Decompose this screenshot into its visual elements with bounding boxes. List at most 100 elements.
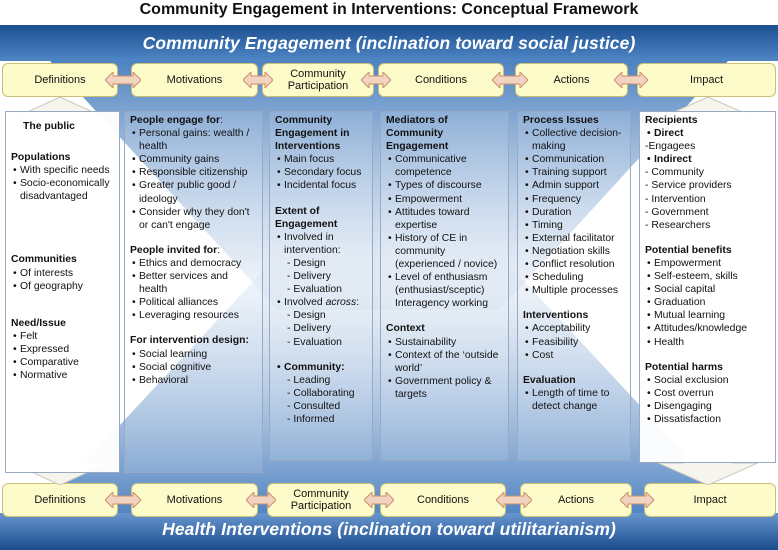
list-item: Social learning: [130, 348, 259, 361]
list-item: Normative: [11, 369, 116, 382]
list-item: Scheduling: [523, 271, 627, 284]
stage-participation-bottom: Community Participation: [267, 483, 375, 517]
double-arrow-icon: [620, 492, 654, 508]
list-item: Ethics and democracy: [130, 257, 259, 270]
double-arrow-icon: [361, 72, 391, 88]
top-band: [0, 25, 778, 61]
list-item: Attitudes/knowledge: [645, 322, 772, 335]
stage-definitions-bottom: Definitions: [2, 483, 118, 517]
list-item: Community: [651, 167, 704, 179]
list-item: Length of time to detect change: [523, 387, 627, 413]
list-item: Context of the ‘outside world’: [386, 349, 505, 375]
list-item: Of geography: [11, 280, 116, 293]
double-arrow-icon: [105, 492, 141, 508]
heading-communities: Communities: [11, 254, 77, 266]
double-arrow-icon: [243, 72, 273, 88]
list-item: Consider why they don't or can't engage: [130, 206, 259, 232]
heading-extent-of-engagement: Extent of Engagement: [275, 205, 338, 230]
list-item: Communication: [523, 153, 627, 166]
heading-evaluation: Evaluation: [523, 374, 576, 386]
list-item: Researchers: [651, 219, 711, 231]
list-item: Disengaging: [645, 400, 772, 413]
list-item: Informed: [293, 413, 335, 425]
heading-colon: :: [220, 115, 223, 126]
list-item: Attitudes toward expertise: [386, 206, 505, 232]
list-item: Timing: [523, 219, 627, 232]
heading-potential-harms: Potential harms: [645, 361, 723, 373]
list-item: Leveraging resources: [130, 309, 259, 322]
list-item: Comparative: [11, 356, 116, 369]
involved-across-suffix: :: [356, 297, 360, 309]
list-item: Social capital: [645, 283, 772, 296]
heading-invited-for: People invited for: [130, 244, 218, 256]
heading-colon: :: [217, 244, 221, 256]
heading-interventions: Interventions: [523, 310, 589, 322]
list-item: Government policy & targets: [386, 375, 505, 401]
list-item: Design: [293, 310, 326, 322]
list-item: Behavioral: [130, 374, 259, 387]
list-item: Duration: [523, 206, 627, 219]
list-item: Delivery: [293, 323, 331, 335]
list-item: Conflict resolution: [523, 258, 627, 271]
list-item: Social exclusion: [645, 374, 772, 387]
list-item: Negotiation skills: [523, 245, 627, 258]
list-item: Collective decision-making: [523, 127, 627, 153]
stage-definitions-top: Definitions: [2, 63, 118, 97]
column-definitions: The public Populations With specific nee…: [5, 111, 120, 473]
stage-motivations-top: Motivations: [131, 63, 258, 97]
list-item: Training support: [523, 166, 627, 179]
list-item: Government: [651, 206, 709, 218]
list-item: Feasibility: [523, 336, 627, 349]
heading-ce-in-interventions: Community Engagement in Interventions: [275, 115, 350, 153]
list-item: Leading: [293, 374, 331, 386]
list-item: Service providers: [651, 180, 732, 192]
list-item: Of interests: [11, 267, 116, 280]
bottom-banner: Health Interventions (inclination toward…: [162, 519, 616, 539]
stage-impact-top: Impact: [637, 63, 776, 97]
heading-indirect: Indirect: [645, 153, 772, 166]
list-item: Evaluation: [293, 284, 342, 296]
list-item: Acceptability: [523, 322, 627, 335]
page-title: Community Engagement in Interventions: C…: [139, 1, 639, 18]
list-item: Empowerment: [386, 193, 505, 206]
double-arrow-icon: [496, 492, 532, 508]
list-item: Design: [293, 257, 326, 269]
stage-conditions-bottom: Conditions: [380, 483, 506, 517]
stage-participation-top: Community Participation: [262, 63, 374, 97]
list-item: Better services and health: [130, 270, 259, 296]
list-item: Health: [645, 336, 772, 349]
list-item: Multiple processes: [523, 284, 627, 297]
heading-intervention-design: For intervention design:: [130, 335, 249, 347]
stage-actions-top: Actions: [515, 63, 628, 97]
heading-public: The public: [23, 121, 75, 132]
double-arrow-icon: [364, 492, 394, 508]
heading-populations: Populations: [11, 152, 71, 164]
list-item: Cost overrun: [645, 387, 772, 400]
list-item: Personal gains: wealth / health: [130, 127, 259, 153]
list-item: Sustainability: [386, 336, 505, 349]
stage-motivations-bottom: Motivations: [131, 483, 258, 517]
list-item: Admin support: [523, 179, 627, 192]
list-item: Communicative competence: [386, 153, 505, 179]
list-item: Community gains: [130, 153, 259, 166]
list-item: Expressed: [11, 343, 116, 356]
list-item: Consulted: [293, 400, 341, 412]
stage-impact-bottom: Impact: [644, 483, 776, 517]
list-item: Self-esteem, skills: [645, 270, 772, 283]
involved-across-prefix: Involved: [284, 297, 326, 309]
heading-engage-for: People engage for: [130, 115, 221, 126]
heading-direct: Direct: [645, 127, 772, 140]
list-item: Empowerment: [645, 257, 772, 270]
list-item: Graduation: [645, 296, 772, 309]
top-banner: Community Engagement (inclination toward…: [142, 33, 636, 53]
heading-mediators: Mediators of Community Engagement: [386, 115, 449, 153]
bottom-band: [0, 513, 778, 550]
list-item: Engagees: [648, 141, 696, 153]
column-impact: Recipients Direct -Engagees Indirect - C…: [639, 111, 776, 463]
involved-across-emphasis: across: [325, 297, 357, 309]
column-motivations: People engage for: Personal gains: wealt…: [124, 111, 263, 473]
list-item: With specific needs: [11, 164, 116, 177]
column-actions: Process Issues Collective decision-makin…: [517, 111, 631, 461]
list-item: Delivery: [293, 271, 331, 283]
heading-community: Community:: [275, 361, 369, 374]
